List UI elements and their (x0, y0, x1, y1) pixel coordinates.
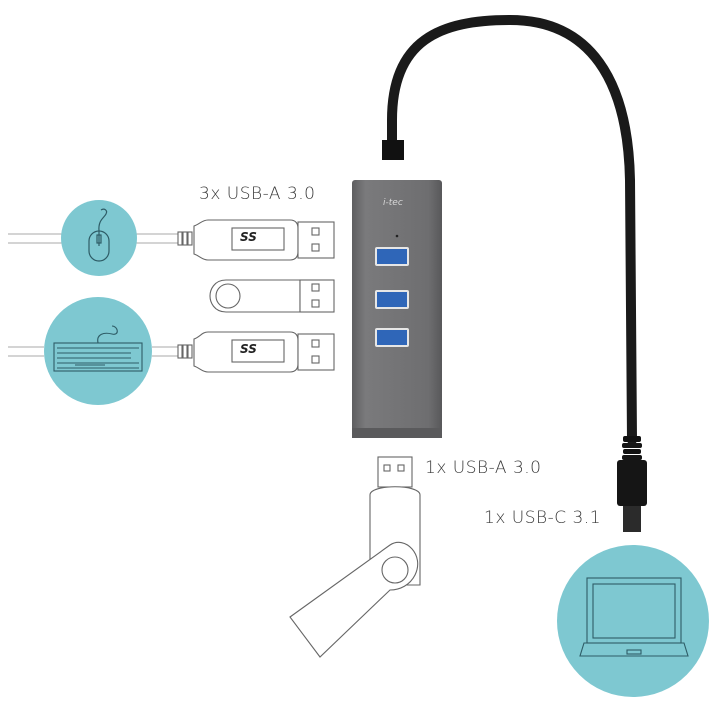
usb-plug-mouse (177, 219, 335, 261)
usb-flash-drive-swivel (289, 456, 421, 658)
usb-c-cable (382, 14, 647, 532)
hub-usb-port-2 (375, 290, 409, 309)
usb-c-plug-tip (623, 506, 641, 532)
keyboard-icon (53, 325, 143, 372)
mouse-device (8, 200, 180, 276)
laptop-icon (579, 577, 689, 657)
usb-hub (352, 180, 442, 438)
mouse-icon (88, 208, 110, 262)
label-1x-usb-a: 1x USB-A 3.0 (425, 458, 542, 478)
superspeed-logo-mouse: SS (240, 230, 257, 244)
label-3x-usb-a: 3x USB-A 3.0 (199, 184, 316, 204)
label-1x-usb-c: 1x USB-C 3.1 (484, 508, 602, 528)
usb-flash-drive-side (209, 279, 335, 313)
hub-usb-port-1 (375, 247, 409, 266)
hub-usb-port-3 (375, 328, 409, 347)
superspeed-logo-keyboard: SS (240, 342, 257, 356)
hub-brand-logo: i-tec (383, 198, 403, 208)
laptop-device (557, 545, 709, 697)
keyboard-device (8, 297, 180, 405)
usb-c-strain-relief (622, 436, 642, 460)
usb-plug-keyboard (177, 331, 335, 373)
usb-c-connector-housing (617, 460, 647, 506)
